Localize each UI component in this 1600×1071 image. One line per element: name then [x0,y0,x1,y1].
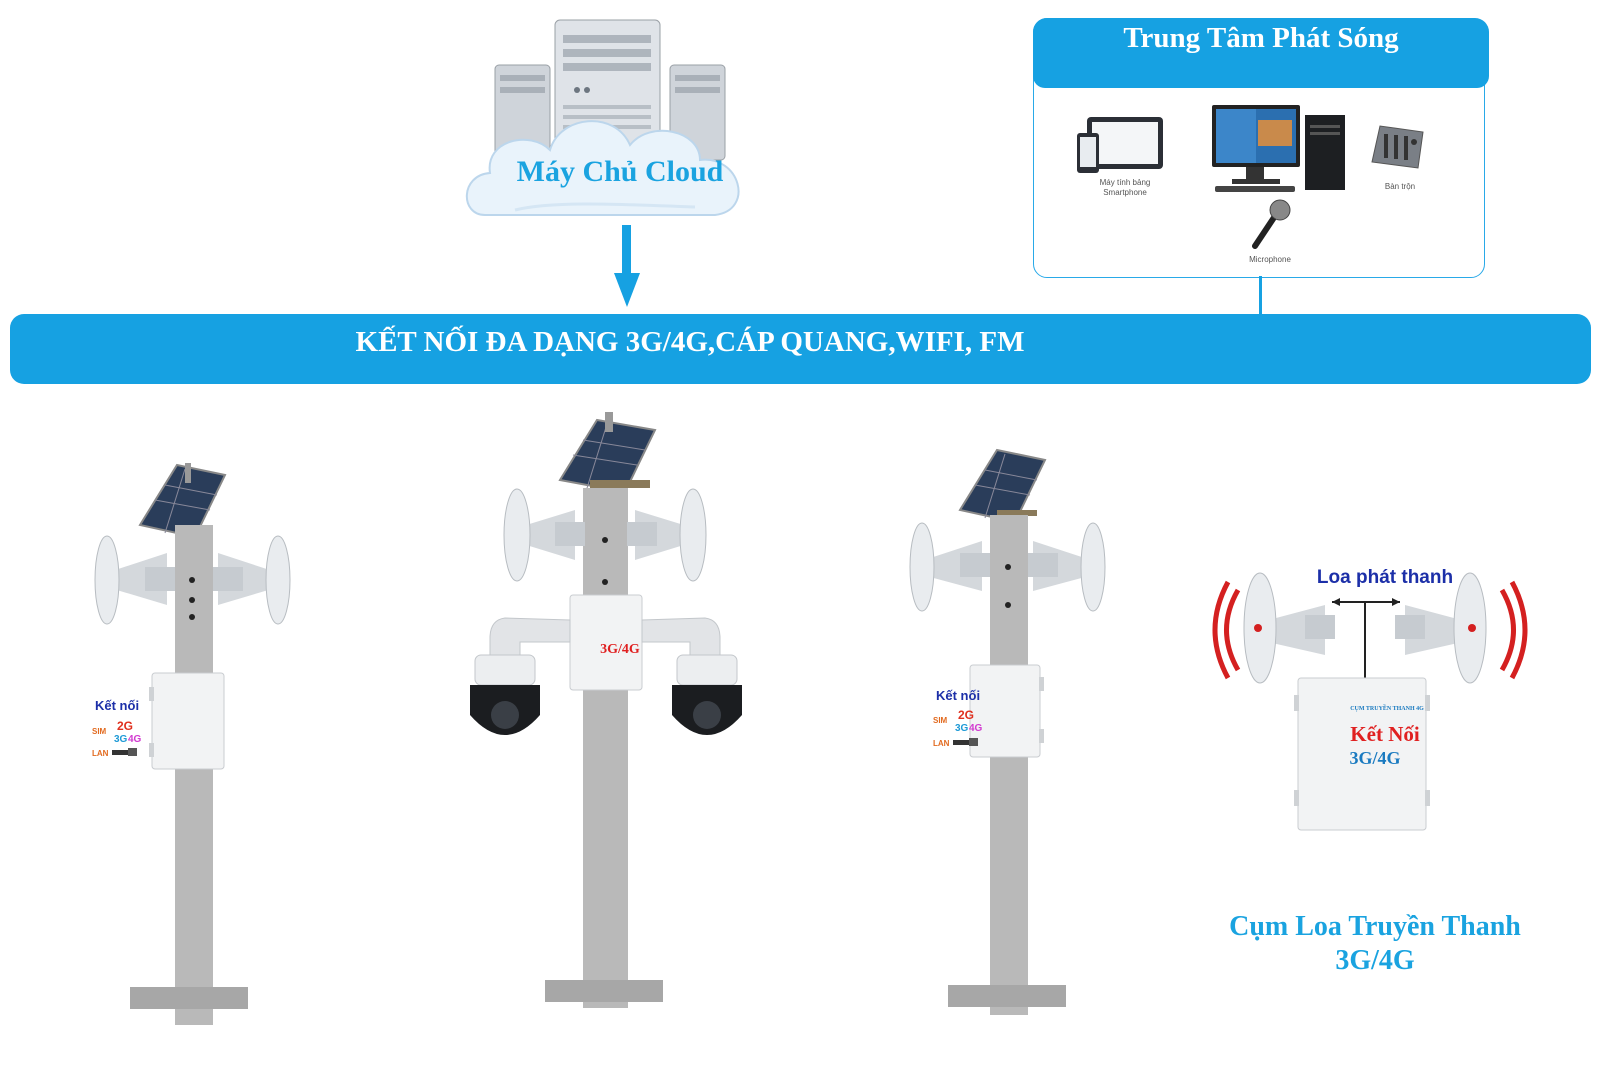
tablet-label-1: Máy tính bảng [1099,178,1151,187]
camera-speaker-pole-icon [470,412,742,1008]
speaker-cluster [1210,560,1530,850]
tablet-label-2: Smartphone [1103,188,1147,197]
microphone-label: Microphone [1249,255,1291,264]
center-connector-line [1259,276,1262,314]
camera-pole [465,410,765,1035]
speaker-cluster-title-line1: Cụm Loa Truyền Thanh [1229,911,1521,942]
pole-1-lan-label: LAN [92,749,109,758]
pole-1-3g-label: 3G [114,734,128,745]
speaker-box-small-text: CỤM TRUYỀN THANH 4G [1350,706,1424,712]
speaker-cluster-title: Cụm Loa Truyền Thanh 3G/4G [1205,910,1545,978]
mixer-label: Bàn trộn [1384,182,1416,191]
connection-title: KẾT NỐI ĐA DẠNG 3G/4G,CÁP QUANG,WIFI, FM [355,326,1025,358]
desktop-computer-icon [1212,105,1345,192]
down-arrow-icon [614,225,640,307]
pole-1-connect-title: Kết nối [95,698,140,713]
broadcast-center-title: Trung Tâm Phát Sóng [1123,22,1399,54]
connection-bar [10,314,1591,384]
camera-pole-label: 3G/4G [600,642,640,657]
pole-2-2g-label: 2G [958,708,975,722]
tablet-icon [1077,117,1163,173]
lan-cable-icon [112,748,137,756]
broadcast-center-header [1033,18,1489,88]
cloud-server-title: Máy Chủ Cloud [516,155,724,188]
speaker-pole-1 [85,455,305,1035]
speaker-label: Loa phát thanh [1316,567,1454,588]
lan-cable-icon-2 [953,738,978,746]
cloud-server-group [455,15,775,235]
speaker-box-subtitle: 3G/4G [1349,748,1401,768]
pole-2-3g-label: 3G [955,723,969,734]
pole-2-connect-title: Kết nối [936,688,981,703]
speaker-pole-2 [905,445,1125,1035]
speaker-cluster-icon [1212,572,1528,831]
cloud-server-icon [465,19,740,216]
solar-speaker-pole-icon [94,463,291,1025]
microphone-icon [1252,199,1291,249]
pole-2-4g-label: 4G [969,723,983,734]
pole-2-lan-label: LAN [933,739,950,748]
solar-speaker-pole-icon-2 [909,448,1106,1015]
speaker-cluster-title-line2: 3G/4G [1335,945,1415,976]
speaker-box-title: Kết Nối [1350,722,1420,746]
mixer-icon [1371,125,1424,169]
pole-2-sim-label: SIM [933,716,948,725]
pole-1-sim-label: SIM [92,727,107,736]
pole-1-4g-label: 4G [128,734,142,745]
pole-1-2g-label: 2G [117,719,134,733]
